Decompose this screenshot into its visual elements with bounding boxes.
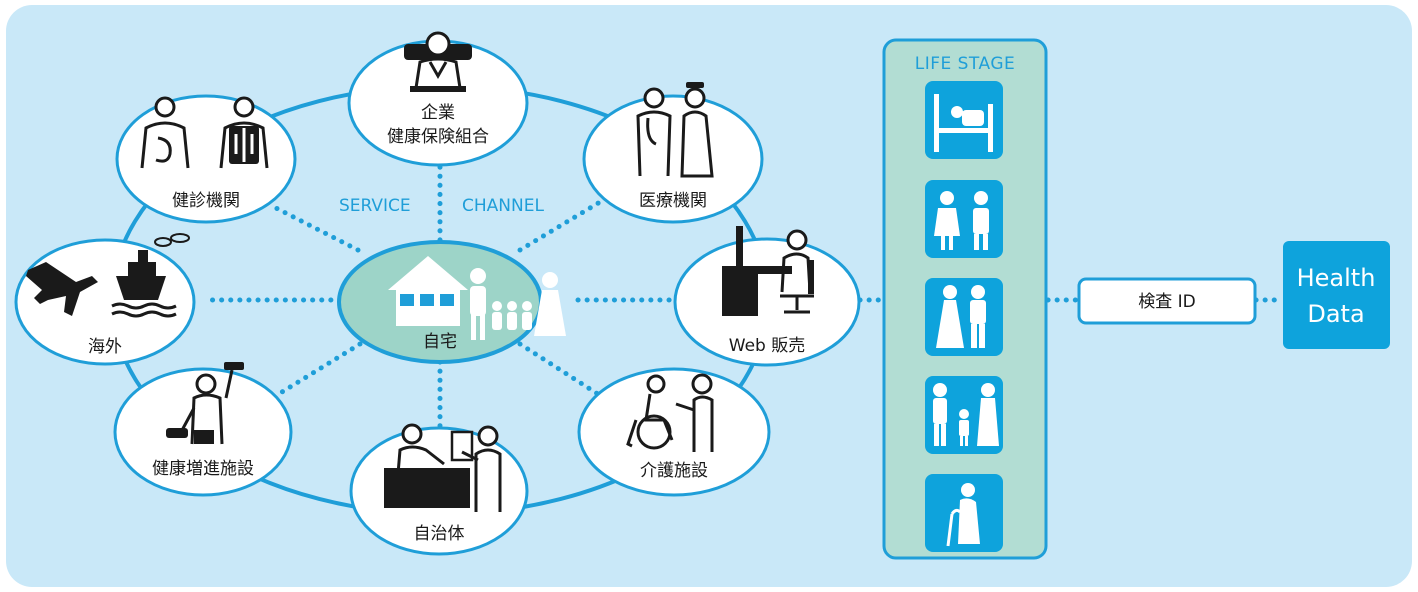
municipality-label: 自治体 xyxy=(414,524,465,544)
overseas-label: 海外 xyxy=(88,337,122,357)
web-label: Web 販売 xyxy=(729,336,805,356)
node-overseas: 海外 xyxy=(14,233,196,366)
baby-crib-icon xyxy=(925,81,1003,159)
doctor-nurse-icon xyxy=(636,82,714,178)
health-data-line1: Health xyxy=(1297,264,1376,292)
node-medical: 医療機関 xyxy=(582,82,764,224)
fitness-label: 健康増進施設 xyxy=(152,459,254,479)
computer-user-icon xyxy=(722,226,814,316)
node-municipality: 自治体 xyxy=(349,423,529,556)
medical-label: 医療機関 xyxy=(639,191,707,211)
elderly-cane-icon xyxy=(925,474,1003,552)
children-icon xyxy=(925,180,1003,258)
plane-ship-icon xyxy=(26,233,190,318)
life-stage-panel: LIFE STAGE xyxy=(882,38,1048,560)
home-label: 自宅 xyxy=(423,332,457,352)
node-fitness: 健康増進施設 xyxy=(113,362,293,497)
health-data-box: Health Data xyxy=(1283,241,1390,349)
life-stage-title: LIFE STAGE xyxy=(915,54,1016,74)
care-label: 介護施設 xyxy=(640,461,708,481)
node-company: 企業 健康保険組合 xyxy=(347,31,529,167)
company-label-2: 健康保険組合 xyxy=(387,127,489,147)
node-checkup: 健診機関 xyxy=(115,94,297,224)
channel-label: CHANNEL xyxy=(462,196,544,216)
wheelchair-icon xyxy=(626,373,714,452)
health-data-line2: Data xyxy=(1307,300,1364,328)
house-family-icon xyxy=(388,256,566,340)
xray-icon xyxy=(140,96,269,169)
spoke-lines xyxy=(203,147,1285,453)
service-label: SERVICE xyxy=(339,196,411,216)
inspection-id-label: 検査 ID xyxy=(1138,292,1196,312)
node-web: Web 販売 xyxy=(673,226,861,367)
inspection-id-box: 検査 ID xyxy=(1077,277,1257,325)
node-home: 自宅 xyxy=(337,240,566,364)
checkup-label: 健診機関 xyxy=(172,191,240,211)
doctor-desk-icon xyxy=(404,31,472,92)
company-label-1: 企業 xyxy=(421,103,455,123)
dumbbell-icon xyxy=(166,362,244,445)
counter-icon xyxy=(384,423,502,512)
wedding-couple-icon xyxy=(925,278,1003,356)
family-icon xyxy=(925,376,1003,454)
node-care: 介護施設 xyxy=(577,367,771,497)
